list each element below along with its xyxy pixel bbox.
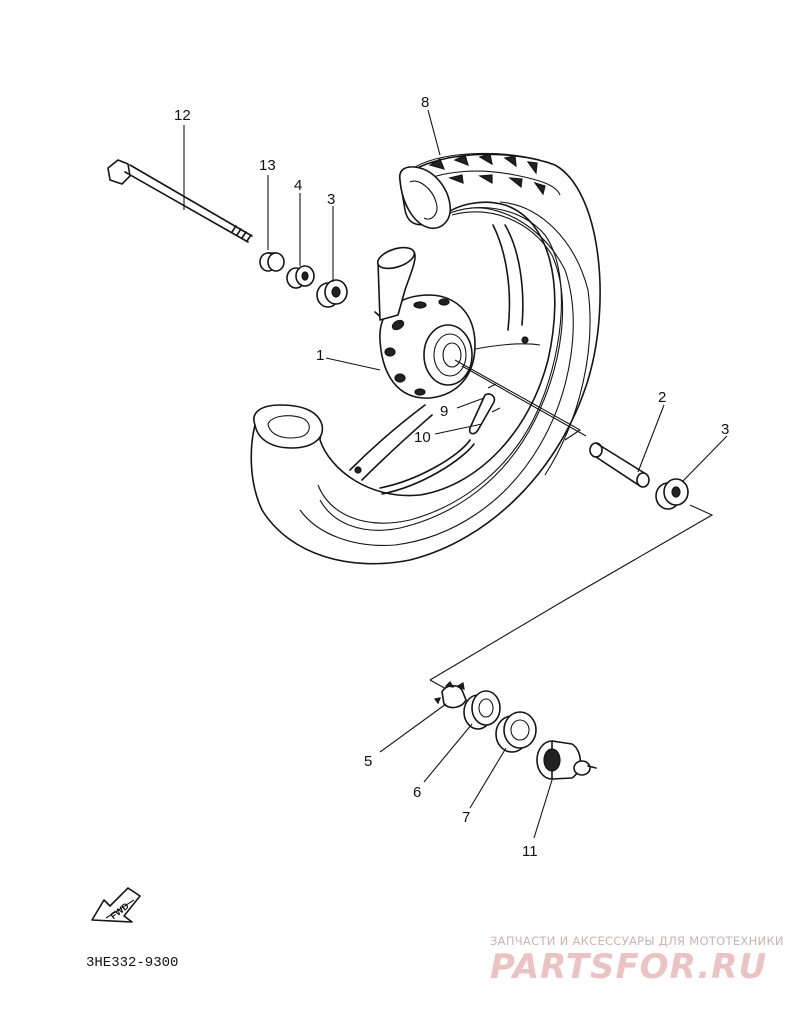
callout-11: 11 <box>522 843 538 860</box>
callout-9: 9 <box>440 403 448 420</box>
spacer-13 <box>259 252 285 272</box>
diagram-part-code: 3HE332-9300 <box>86 955 178 971</box>
collar-4 <box>286 265 315 289</box>
spacer-2 <box>589 442 650 488</box>
watermark-brand: PARTSFOR.RU <box>490 947 767 987</box>
bearing-7 <box>495 711 537 753</box>
oil-seal-6 <box>463 690 501 730</box>
watermark-tagline: ЗАПЧАСТИ И АКСЕССУАРЫ ДЛЯ МОТОТЕХНИКИ <box>490 934 784 948</box>
callout-8: 8 <box>421 94 429 111</box>
callout-4: 4 <box>294 177 302 194</box>
callout-3-left: 3 <box>327 191 335 208</box>
callout-1: 1 <box>316 347 324 364</box>
forward-direction-arrow: FWD <box>91 887 141 923</box>
callout-6: 6 <box>413 784 421 801</box>
callout-12: 12 <box>174 107 191 124</box>
callout-13: 13 <box>259 157 276 174</box>
assembly-guide-lines <box>429 359 714 691</box>
speedometer-gear-unit-11 <box>536 740 597 780</box>
callout-7: 7 <box>462 809 470 826</box>
leader-lines <box>183 109 728 839</box>
site-watermark: ЗАПЧАСТИ И АКСЕССУАРЫ ДЛЯ МОТОТЕХНИКИ PA… <box>490 934 784 987</box>
callout-2: 2 <box>658 389 666 406</box>
bearing-3-left <box>316 279 348 308</box>
callout-3-right: 3 <box>721 421 729 438</box>
callout-numbers: 12 13 4 3 8 1 9 10 2 3 5 6 7 11 <box>174 94 729 860</box>
axle-bolt-12 <box>107 159 253 243</box>
callout-5: 5 <box>364 753 372 770</box>
callout-10: 10 <box>414 429 431 446</box>
bearing-3-right <box>655 478 689 510</box>
clutch-retainer-5 <box>433 681 467 709</box>
wheel-tire-drawing <box>250 152 601 565</box>
